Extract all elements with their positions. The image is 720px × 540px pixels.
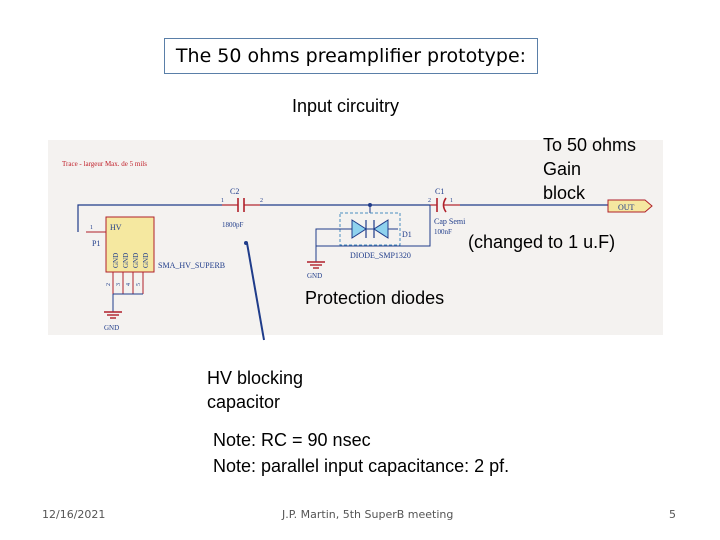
hv-capacitor-pointer: [246, 242, 265, 341]
connector-gnd-4: GND: [142, 253, 150, 268]
hv-blocking-line1: HV blocking: [207, 368, 304, 388]
changed-note: (changed to 1 u.F): [468, 232, 616, 252]
footer-page-number: 5: [669, 508, 676, 521]
connector-pin-num-4: 4: [126, 283, 132, 286]
protection-diodes-label: Protection diodes: [305, 288, 445, 308]
input-wire: [77, 204, 222, 232]
connector-ref: P1: [92, 239, 100, 248]
gnd2-label: GND: [307, 272, 322, 280]
connector-hv: HV: [110, 223, 122, 232]
diode-return-wire: [316, 205, 431, 247]
c1-ref: C1: [435, 187, 444, 196]
connector-pin-num-2: 2: [106, 283, 112, 286]
connector-pin-num-3: 3: [116, 283, 122, 286]
c1-plate-right: [442, 197, 447, 213]
footer-date: 12/16/2021: [42, 508, 106, 521]
connector-pin-num-5: 5: [136, 283, 142, 286]
diode-left-wire: [315, 228, 345, 246]
connector-part: SMA_HV_SUPERB: [158, 261, 225, 270]
input-circuitry-label: Input circuitry: [292, 96, 400, 116]
connector-gnd-3: GND: [132, 253, 140, 268]
connector-gnd-2: GND: [122, 253, 130, 268]
note-rc: Note: RC = 90 nsec: [213, 430, 371, 450]
diode-part: DIODE_SMP1320: [350, 251, 411, 260]
note-capacitance: Note: parallel input capacitance: 2 pf.: [213, 456, 510, 476]
hv-blocking-line2: capacitor: [207, 392, 281, 412]
connector-pin1-num: 1: [90, 225, 93, 231]
c1-type: Cap Semi: [434, 217, 466, 226]
footer-author: J.P. Martin, 5th SuperB meeting: [282, 508, 454, 521]
gain-block-line1: To 50 ohms: [543, 135, 637, 155]
out-port-label: OUT: [618, 203, 635, 212]
gain-block-line2: Gain: [543, 159, 582, 179]
slide-title-text: The 50 ohms preamplifier prototype:: [175, 45, 527, 67]
connector-gnd-1: GND: [112, 253, 120, 268]
c2-ref: C2: [230, 187, 239, 196]
pointer-end-dot: [244, 241, 248, 245]
c2-pin1: 1: [221, 198, 224, 204]
trace-note: Trace - largeur Max. de 5 mils: [62, 160, 147, 168]
c2-value: 1800pF: [222, 221, 244, 229]
c1-value: 100nF: [434, 228, 452, 236]
c1-pin2: 1: [450, 198, 453, 204]
gnd1-label: GND: [104, 324, 119, 332]
connector-p1: [105, 216, 155, 273]
c1-pin1: 2: [428, 198, 431, 204]
gain-block-line3: block: [543, 183, 586, 203]
d1-ref: D1: [402, 230, 412, 239]
c2-pin2: 2: [260, 198, 263, 204]
out-port: [607, 199, 653, 213]
slide-title: The 50 ohms preamplifier prototype:: [164, 38, 538, 74]
